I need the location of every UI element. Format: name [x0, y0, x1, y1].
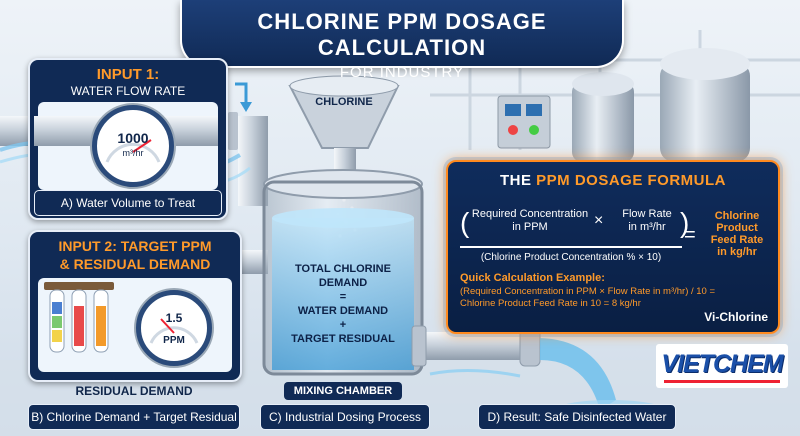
- formula-title-white: THE: [499, 172, 532, 189]
- num2-line-a: Flow Rate: [622, 208, 672, 220]
- ppm-gauge: 1.5 PPM: [136, 290, 212, 366]
- quick-line-2: Chlorine Product Feed Rate in 10 = 8 kg/…: [460, 298, 641, 309]
- tank-line-total: TOTAL CHLORINE: [295, 263, 391, 275]
- result-line-d: in kg/hr: [717, 246, 757, 258]
- formula-equals: =: [684, 224, 696, 246]
- formula-title: THE PPM DOSAGE FORMULA: [448, 172, 778, 189]
- quick-example-body: (Required Concentration in PPM × Flow Ra…: [460, 286, 770, 310]
- vietchem-logo: VIETCHEM: [656, 344, 788, 388]
- input2-title: & RESIDUAL DEMAND: [59, 256, 211, 272]
- input2-label: INPUT 2: TARGET PPM: [58, 238, 212, 254]
- test-tubes-icon: [44, 282, 114, 353]
- input1-caption: A) Water Volume to Treat: [34, 190, 222, 216]
- logo-text: VIETCHEM: [661, 350, 783, 378]
- ppm-gauge-value: 1.5: [165, 311, 183, 325]
- quick-example-title: Quick Calculation Example:: [460, 272, 605, 284]
- tank-equation: TOTAL CHLORINE DEMAND = WATER DEMAND + T…: [268, 262, 418, 346]
- formula-panel: THE PPM DOSAGE FORMULA ( Required Concen…: [446, 160, 780, 334]
- result-line-a: Chlorine: [714, 210, 760, 222]
- times-sign: ×: [594, 212, 604, 229]
- quick-line-1: (Required Concentration in PPM × Flow Ra…: [460, 286, 716, 297]
- mixing-chamber-label: MIXING CHAMBER: [284, 382, 402, 400]
- result-line-b: Product: [716, 222, 758, 234]
- formula-numerator: ( Required Concentration in PPM × Flow R…: [460, 206, 690, 246]
- paren-close: ): [680, 207, 690, 238]
- flow-gauge-unit: m³/hr: [122, 148, 144, 158]
- hopper-label: CHLORINE: [315, 96, 373, 108]
- formula-title-orange: PPM DOSAGE FORMULA: [536, 172, 726, 189]
- brand-label: Vi-Chlorine: [704, 310, 768, 324]
- logo-underline: [664, 380, 780, 383]
- tank-plus-sign: +: [339, 319, 347, 331]
- flow-gauge-value: 1000: [117, 130, 149, 146]
- input2-caption: B) Chlorine Demand + Target Residual: [28, 404, 240, 430]
- numerator-flow: Flow Rate in m³/hr: [612, 208, 682, 234]
- page-subtitle: FOR INDUSTRY: [339, 64, 465, 81]
- flow-gauge-needle-icon: [105, 139, 161, 163]
- num1-line-b: in PPM: [512, 221, 548, 233]
- ppm-gauge-needle-icon: [149, 318, 199, 344]
- page-title: CHLORINE PPM DOSAGE CALCULATION: [182, 9, 622, 61]
- num2-line-b: in m³/hr: [628, 221, 666, 233]
- input1-label: INPUT 1:: [96, 66, 160, 83]
- paren-open: (: [460, 207, 470, 238]
- flow-gauge: 1000 m³/hr: [92, 105, 174, 187]
- title-banner: CHLORINE PPM DOSAGE CALCULATION FOR INDU…: [180, 0, 624, 81]
- tank-line-water: WATER DEMAND: [297, 305, 389, 317]
- formula-denominator: (Chlorine Product Concentration % × 10): [480, 252, 662, 263]
- outlet-caption: D) Result: Safe Disinfected Water: [478, 404, 676, 430]
- tank-line-demand: DEMAND: [318, 277, 368, 289]
- page-title-accent: CALCULATION: [317, 35, 487, 60]
- formula-result: Chlorine Product Feed Rate in kg/hr: [700, 210, 774, 258]
- tank-eq-sign: =: [339, 291, 347, 303]
- page-title-main: CHLORINE PPM DOSAGE: [257, 9, 547, 34]
- ppm-gauge-unit: PPM: [163, 335, 185, 346]
- tank-line-residual: TARGET RESIDUAL: [291, 333, 395, 345]
- fraction-bar: [460, 246, 682, 248]
- num1-line-a: Required Concentration: [471, 208, 589, 220]
- result-line-c: Feed Rate: [710, 234, 764, 246]
- numerator-concentration: Required Concentration in PPM: [470, 208, 590, 234]
- tank-caption: C) Industrial Dosing Process: [260, 404, 430, 430]
- residual-demand-label: RESIDUAL DEMAND: [75, 384, 193, 398]
- input1-title: WATER FLOW RATE: [70, 84, 186, 98]
